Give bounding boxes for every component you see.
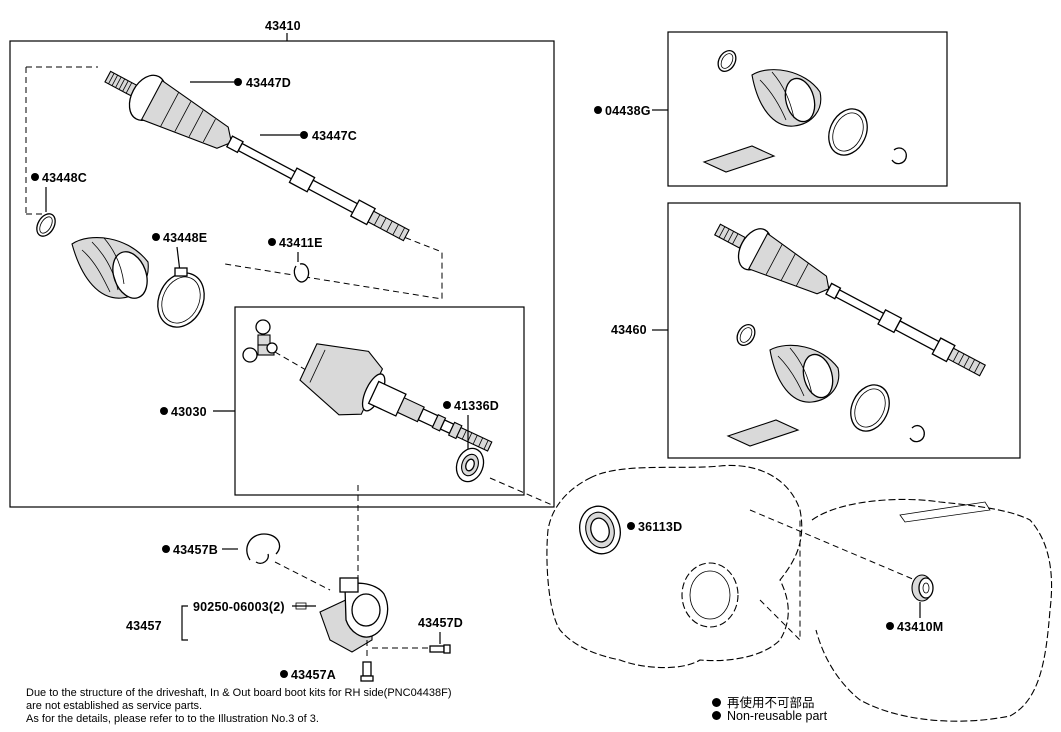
assembly-43410-frame — [9, 40, 555, 508]
label-41336D: 41336D — [454, 399, 499, 413]
boot-kit-frame — [667, 31, 948, 187]
bullet-icon — [712, 698, 721, 707]
label-43447C: 43447C — [312, 129, 357, 143]
label-43457B: 43457B — [173, 543, 218, 557]
assembly-43460-frame — [667, 202, 1021, 459]
note-line-2: are not established as service parts. — [26, 700, 203, 712]
oil-seal-43410M — [911, 574, 934, 602]
label-43460: 43460 — [611, 323, 647, 337]
tripod-joint — [242, 319, 278, 363]
legend-en-text: Non-reusable part — [727, 709, 828, 723]
label-36113D: 36113D — [638, 520, 682, 534]
label-43411E: 43411E — [279, 236, 323, 250]
bolt-43457A — [360, 661, 374, 682]
outboard-driveshaft — [104, 70, 410, 242]
label-43457A: 43457A — [291, 668, 336, 682]
inboard-joint-frame — [234, 306, 525, 496]
inboard-housing — [299, 343, 493, 452]
bracket-43457 — [319, 577, 389, 653]
legend-jp-text: 再使用不可部品 — [727, 696, 815, 710]
boot-inboard — [71, 237, 149, 299]
label-04438G: 04438G — [605, 104, 651, 118]
snap-ring-43411E — [293, 263, 310, 283]
bolt-90250 — [295, 602, 307, 610]
oil-seal-36113D — [579, 505, 621, 555]
bolt-43457D — [429, 644, 451, 654]
label-43457D: 43457D — [418, 616, 463, 630]
boot-kit-parts — [702, 50, 907, 173]
legend-jp: 再使用不可部品 — [712, 692, 815, 711]
label-43457: 43457 — [126, 619, 162, 633]
label-90250: 90250-06003(2) — [193, 600, 285, 614]
label-43448C: 43448C — [42, 171, 87, 185]
rh-boot-kit-parts — [726, 324, 925, 447]
bullet-icon — [712, 711, 721, 720]
transaxle-case — [546, 464, 803, 669]
legend-en: Non-reusable part — [712, 709, 827, 723]
label-43447D: 43447D — [246, 76, 291, 90]
label-43410: 43410 — [265, 19, 301, 33]
dust-seal-41336D — [455, 447, 485, 483]
label-43030: 43030 — [171, 405, 207, 419]
rh-driveshaft — [713, 223, 987, 377]
clamp-43448C — [36, 213, 56, 237]
label-43410M: 43410M — [897, 620, 943, 634]
ring-43457B — [246, 533, 281, 564]
note-line-1: Due to the structure of the driveshaft, … — [26, 687, 452, 699]
label-43448E: 43448E — [163, 231, 207, 245]
clamp-43448E — [157, 267, 205, 328]
note-line-3: As for the details, please refer to to t… — [26, 713, 319, 725]
